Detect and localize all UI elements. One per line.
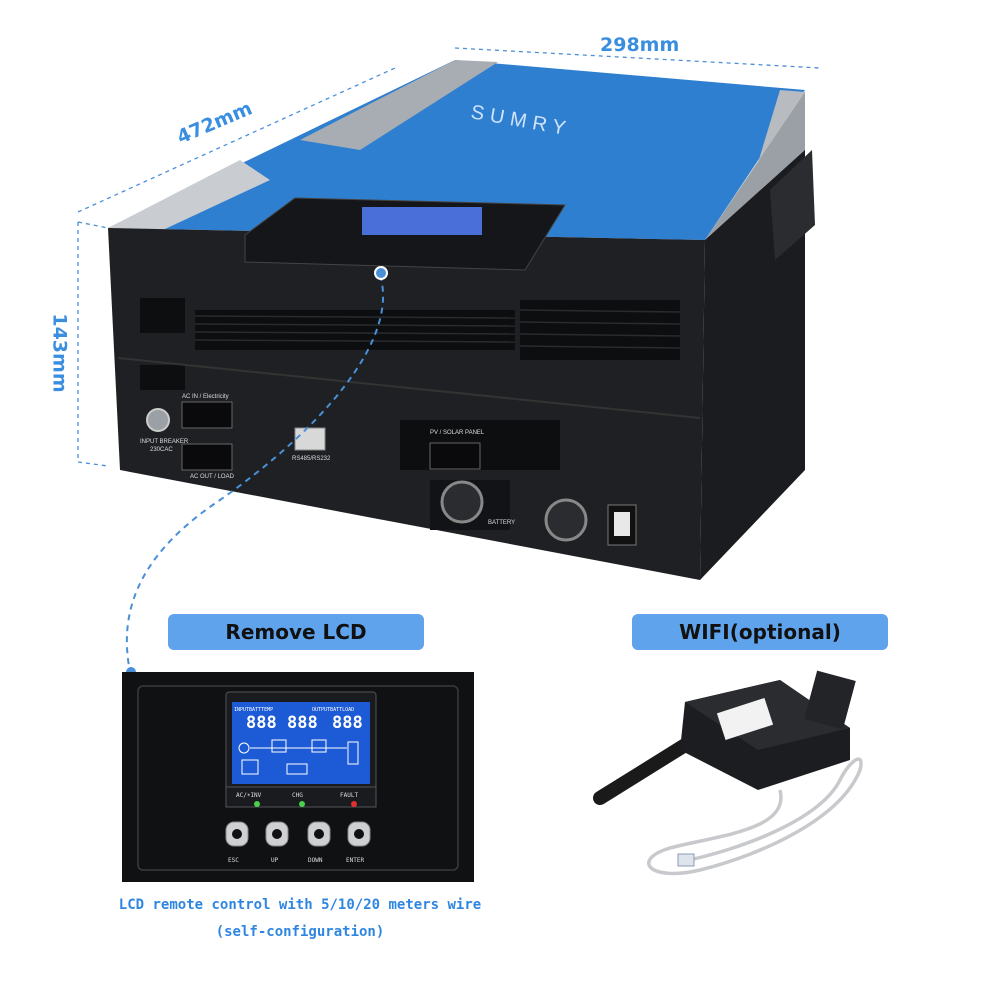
esc-button[interactable]: ESC [225,821,249,864]
down-button[interactable]: DOWN [307,821,331,864]
lcd-header-left: INPUTBATTTEMP [234,707,273,713]
wifi-antenna [593,735,697,805]
down-label: DOWN [308,857,323,864]
led-chg [299,801,305,807]
indicator-chg: CHG [292,792,303,799]
indicator-fault: FAULT [340,792,358,799]
enter-label: ENTER [346,857,364,864]
breaker-rating: 230CAC [150,447,173,453]
rj45-cable [647,757,863,876]
enter-button[interactable]: ENTER [346,821,371,864]
power-label: POWER [640,526,663,532]
on-label: ON [646,506,655,512]
lcd-digits-right: 888 [332,713,363,733]
rj45-plug [677,853,695,867]
remove-lcd-label: Remove LCD [168,614,424,650]
led-ac-inv [254,801,260,807]
indicator-ac-inv: AC/☀INV [236,792,262,799]
up-label: UP [271,857,279,864]
lcd-digits-mid: 888 [287,713,318,733]
width-dimension: 298mm [600,34,680,56]
rs485-label: RS485/RS232 [292,456,331,462]
wifi-label: WIFI(optional) [632,614,888,650]
ac-in-label: AC IN / Electricity [182,394,229,400]
wifi-module [593,670,863,876]
caption-line-1: LCD remote control with 5/10/20 meters w… [118,897,482,913]
up-button[interactable]: UP [265,821,289,864]
breaker-label: INPUT BREAKER [140,439,189,445]
ac-out-label: AC OUT / LOAD [190,474,235,480]
caption-line-2: (self-configuration) [215,924,385,940]
off-label: OFF [644,547,656,553]
led-fault [351,801,357,807]
lcd-digits-left: 888 [246,713,277,733]
battery-label: BATTERY [488,520,515,526]
lcd-panel-graphics: INPUTBATTTEMP OUTPUTBATTLOAD 888 888 888… [137,685,459,871]
lcd-header-right: OUTPUTBATTLOAD [312,707,354,713]
pv-label: PV / SOLAR PANEL [430,430,485,436]
esc-label: ESC [228,857,239,864]
